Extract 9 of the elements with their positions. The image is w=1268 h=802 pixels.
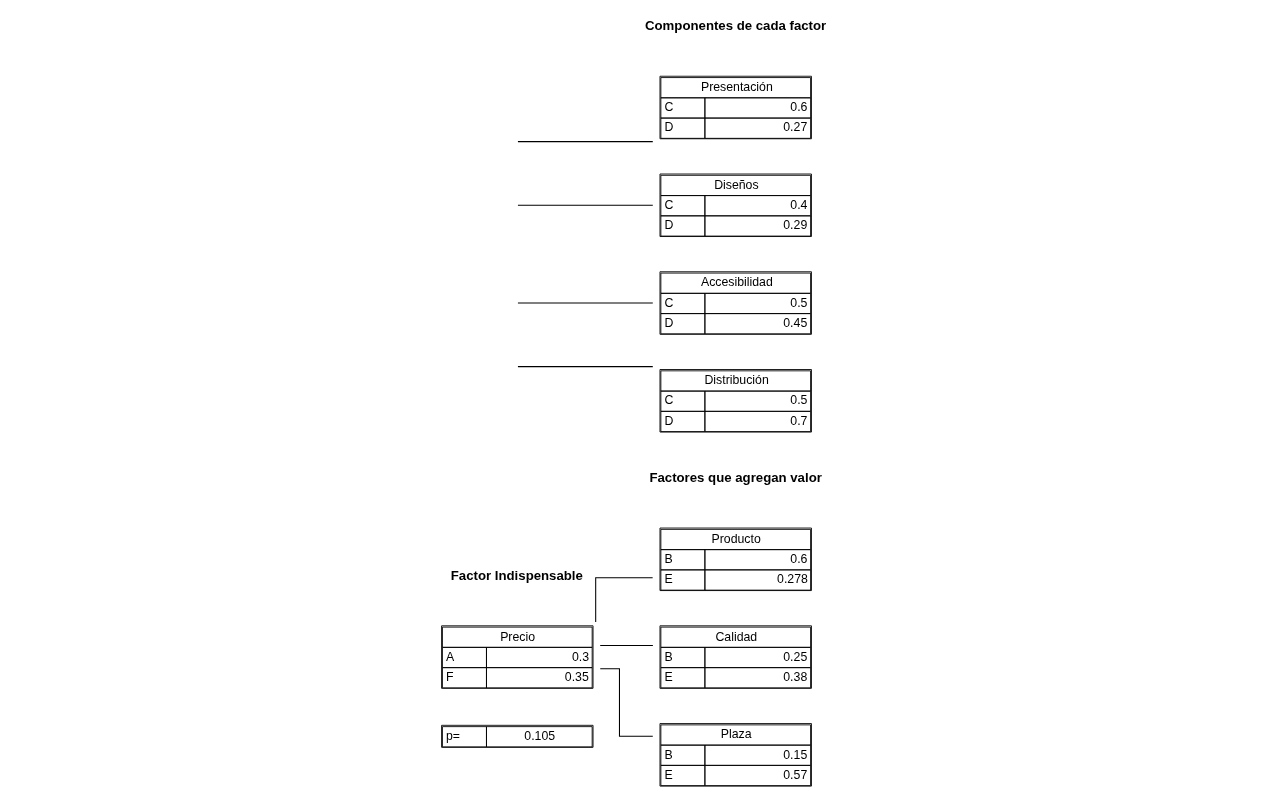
label: Factor Indispensable xyxy=(450,568,583,583)
connector xyxy=(595,577,654,623)
label: Factores que agregan valor xyxy=(649,470,822,486)
connector xyxy=(517,366,654,368)
connector xyxy=(517,204,654,206)
connector xyxy=(517,141,654,143)
label: Componentes de cada factor xyxy=(645,18,827,34)
connector xyxy=(599,668,654,737)
connector xyxy=(599,644,654,646)
